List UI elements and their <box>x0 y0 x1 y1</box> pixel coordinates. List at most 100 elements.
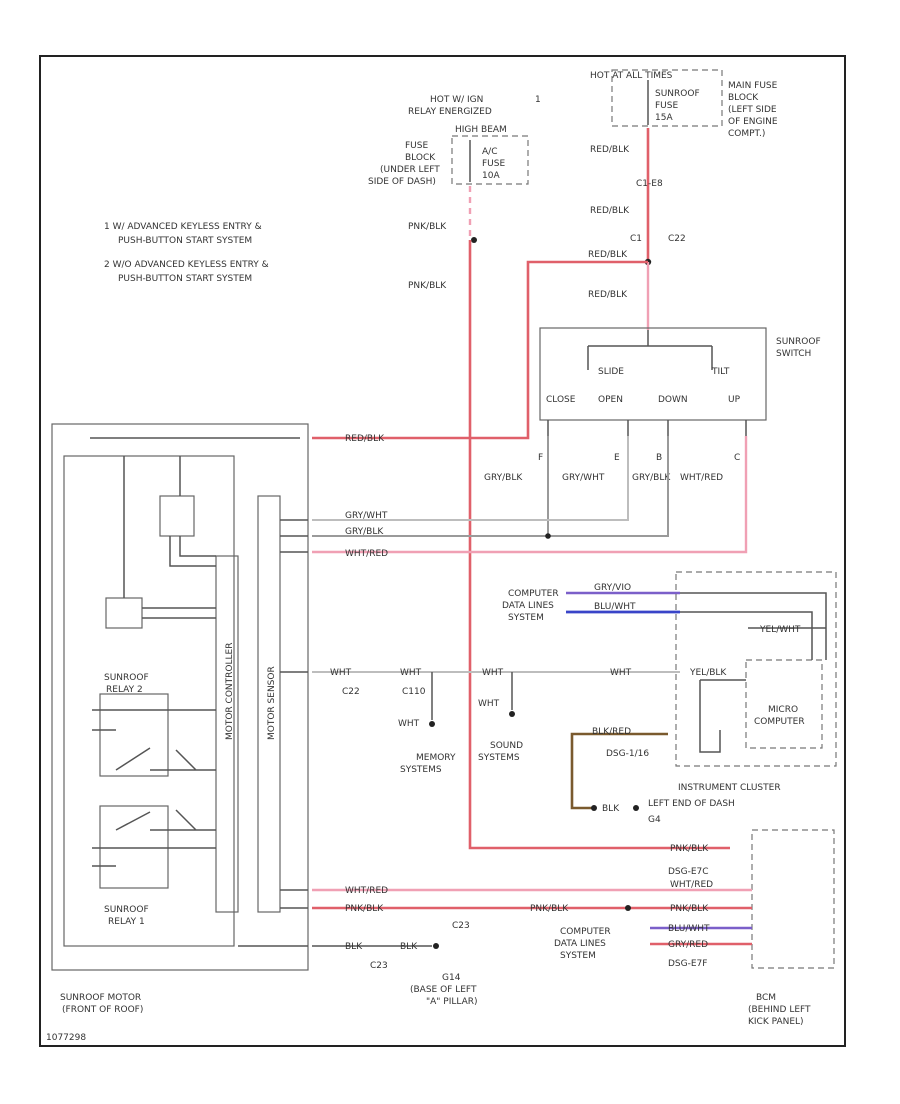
relay2-contacts <box>92 709 216 771</box>
connector-label-c1: C1 <box>630 234 642 244</box>
wire-label-pnk-blk-bcm: PNK/BLK <box>670 844 709 854</box>
ground-point-g4 <box>633 805 639 811</box>
main-fuse-block-label-3: (LEFT SIDE <box>728 105 777 115</box>
ac-fuse-label: A/C <box>482 147 497 157</box>
hot-w-ign-label: HOT W/ IGN <box>430 95 483 105</box>
bcm-pin-e7f: DSG-E7F <box>668 959 707 969</box>
wire-label-pnk-blk-bcm-3: PNK/BLK <box>530 904 569 914</box>
micro-computer-label-2: COMPUTER <box>754 717 805 727</box>
sunroof-fuse-label: SUNROOF <box>655 89 700 99</box>
high-beam-label: HIGH BEAM <box>455 125 507 135</box>
fuse-block-label-3: (UNDER LEFT <box>380 165 440 175</box>
wire-label-red-blk-3: RED/BLK <box>588 250 628 260</box>
main-fuse-block-label-1: MAIN FUSE <box>728 81 778 91</box>
diagram-id: 1077298 <box>46 1033 86 1043</box>
wire-label-gry-blk: GRY/BLK <box>345 527 384 537</box>
wire-red-blk-to-motor <box>312 260 648 440</box>
motor-label-2: (FRONT OF ROOF) <box>62 1005 143 1015</box>
motor-inner-box <box>63 455 235 947</box>
cluster-data-bus <box>680 592 827 660</box>
relay2-label-2: RELAY 2 <box>106 685 143 695</box>
relay1-label-1: SUNROOF <box>104 905 149 915</box>
splice-gry-blk <box>545 533 551 539</box>
comp-data-lines-label-1: COMPUTER <box>508 589 559 599</box>
sunroof-motor-box <box>51 423 309 971</box>
g14-label-2: (BASE OF LEFT <box>410 985 477 995</box>
relay1-box <box>99 805 169 889</box>
connector-label-c22: C22 <box>668 234 686 244</box>
main-fuse-block-label-4: OF ENGINE <box>728 117 778 127</box>
wire-label-blu-wht-lower: BLU/WHT <box>668 924 710 934</box>
wire-label-gry-blk-switch-2: GRY/BLK <box>632 473 671 483</box>
sunroof-fuse-rating: 15A <box>655 113 673 123</box>
switch-label-slide: SLIDE <box>598 367 624 377</box>
note-2-line-1: 2 W/O ADVANCED KEYLESS ENTRY & <box>104 260 269 270</box>
pin-letter-e: E <box>614 453 620 463</box>
fuse-block-label-1: FUSE <box>405 141 428 151</box>
switch-label-up: UP <box>728 395 741 405</box>
relay1-contacts <box>92 809 216 867</box>
relay2-box <box>99 693 169 777</box>
wire-label-wht-red: WHT/RED <box>345 549 388 559</box>
notes: 1 W/ ADVANCED KEYLESS ENTRY & PUSH-BUTTO… <box>104 222 269 284</box>
wire-label-pnk-blk-2: PNK/BLK <box>408 281 447 291</box>
wire-label-red-blk-1: RED/BLK <box>590 145 630 155</box>
splice-pnk-blk-bcm <box>625 905 631 911</box>
wire-label-pnk-blk-bcm-4: PNK/BLK <box>670 904 709 914</box>
connector-label-c1-top: C1-E8 <box>636 179 663 189</box>
fuse-block-box <box>451 135 529 185</box>
diagram-frame <box>39 55 846 1047</box>
sound-systems-label-2: SYSTEMS <box>478 753 520 763</box>
motor-pin-leads <box>238 519 308 947</box>
wire-label-wht-red-bcm-2: WHT/RED <box>670 880 713 890</box>
wire-label-yel-blk: YEL/BLK <box>689 668 727 678</box>
motor-controller-label: MOTOR CONTROLLER <box>225 643 235 740</box>
wire-gry-blk-2 <box>548 436 669 537</box>
memory-systems-label-1: MEMORY <box>416 753 456 763</box>
connector-label-c110: C110 <box>402 687 426 697</box>
wire-label-blk-red: BLK/RED <box>592 727 631 737</box>
sunroof-switch-label-1: SUNROOF <box>776 337 821 347</box>
switch-label-close: CLOSE <box>546 395 576 405</box>
wire-label-gry-vio: GRY/VIO <box>594 583 631 593</box>
wire-label-red-blk-motor: RED/BLK <box>345 434 385 444</box>
wire-blk-red-ground <box>570 732 668 810</box>
switch-label-open: OPEN <box>598 395 623 405</box>
note-2-line-2: PUSH-BUTTON START SYSTEM <box>118 274 252 284</box>
bcm-label-3: KICK PANEL) <box>748 1017 804 1027</box>
comp-data-lines-label-2: DATA LINES <box>502 601 554 611</box>
wire-label-wht-3: WHT <box>482 668 504 678</box>
wire-pnk-blk-to-bcm <box>468 240 730 850</box>
wire-label-red-blk-2: RED/BLK <box>590 206 630 216</box>
connector-label-c23b: C23 <box>370 961 388 971</box>
relay-energized-label: RELAY ENERGIZED <box>408 107 492 117</box>
bcm-label-2: (BEHIND LEFT <box>748 1005 811 1015</box>
sunroof-switch-label-2: SWITCH <box>776 349 811 359</box>
relay1-label-2: RELAY 1 <box>108 917 145 927</box>
ground-point-g14 <box>433 943 439 949</box>
comp-data-lines-lower-2: DATA LINES <box>554 939 606 949</box>
wire-label-wht-red-bcm: WHT/RED <box>345 886 388 896</box>
comp-data-lines-lower-3: SYSTEM <box>560 951 596 961</box>
wire-label-wht-red-switch: WHT/RED <box>680 473 723 483</box>
sunroof-fuse-label-2: FUSE <box>655 101 678 111</box>
switch-label-down: DOWN <box>658 395 688 405</box>
sound-systems-label-1: SOUND <box>490 741 523 751</box>
comp-data-lines-label-3: SYSTEM <box>508 613 544 623</box>
ground-splice <box>591 805 597 811</box>
switch-common-bus <box>588 330 712 347</box>
ac-fuse-rating: 10A <box>482 171 500 181</box>
motor-sensor-module <box>257 495 281 913</box>
hot-at-all-times-label: HOT AT ALL TIMES <box>590 71 673 81</box>
wire-label-blk-ground: BLK <box>602 804 620 814</box>
bcm-label-1: BCM <box>756 993 776 1003</box>
instrument-cluster-label: INSTRUMENT CLUSTER <box>678 783 781 793</box>
switch-pins <box>547 420 747 436</box>
left-end-dash-label: LEFT END OF DASH <box>648 799 735 809</box>
relay2-label-1: SUNROOF <box>104 673 149 683</box>
note-1-line-2: PUSH-BUTTON START SYSTEM <box>118 236 252 246</box>
connector-label-c22b: C22 <box>342 687 360 697</box>
wire-label-blk-g14-2: BLK <box>400 942 418 952</box>
wire-label-wht-2: WHT <box>400 668 422 678</box>
